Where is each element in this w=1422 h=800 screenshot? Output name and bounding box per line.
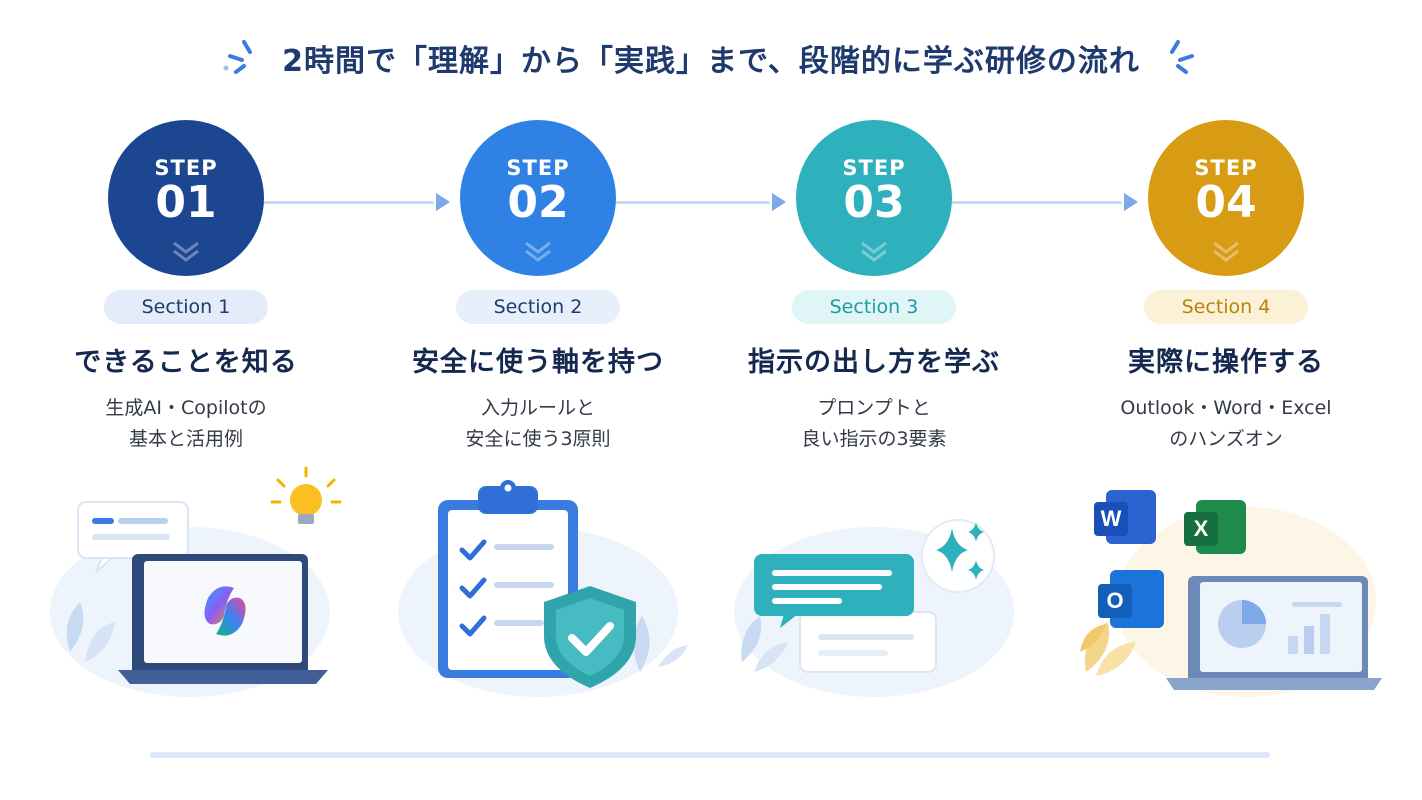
step-4-circle: STEP 04 [1148,120,1304,276]
chevron-down-icon [173,241,199,262]
section-3-badge: Section 3 [791,290,957,324]
step-1: STEP 01 Section 1 できることを知る 生成AI・Copilotの… [16,120,356,455]
step-1-label: STEP [154,156,218,180]
page-title: 2時間で「理解」から「実践」まで、段階的に学ぶ研修の流れ [282,44,1140,79]
chevron-down-icon [1213,241,1239,262]
step-2-desc-line1: 入力ルールと [480,397,595,419]
step-1-description: 生成AI・Copilotの 基本と活用例 [105,393,266,455]
prompt-chat-icon [734,519,1014,697]
step-1-desc-line2: 基本と活用例 [128,428,243,450]
step-4-number: 04 [1195,177,1257,228]
step-2-desc-line2: 安全に使う3原則 [465,428,611,450]
step-3-desc-line1: プロンプトと [817,397,931,419]
step-2-number: 02 [507,177,569,228]
chevron-down-icon [525,241,551,262]
step-1-number: 01 [155,177,217,228]
connector-2-3 [612,201,770,204]
sparkle-right-icon [1169,40,1194,74]
step-4-desc-line2: のハンズオン [1169,428,1283,450]
step-2-label: STEP [506,156,570,180]
header: 2時間で「理解」から「実践」まで、段階的に学ぶ研修の流れ [0,30,1422,86]
connector-1-2 [262,201,434,204]
section-1-badge: Section 1 [103,290,269,324]
clipboard-shield-icon [398,480,688,697]
arrow-2-3-icon [772,193,786,211]
step-3-description: プロンプトと 良い指示の3要素 [801,393,946,455]
connector-3-4 [948,201,1122,204]
step-3-label: STEP [842,156,906,180]
step-2: STEP 02 Section 2 安全に使う軸を持つ 入力ルールと 安全に使う… [368,120,708,455]
arrow-3-4-icon [1124,193,1138,211]
step-1-desc-line1: 生成AI・Copilotの [105,397,267,419]
step-1-circle: STEP 01 [108,120,264,276]
section-2-badge: Section 2 [455,290,621,324]
office-apps-icon: W X O [1080,490,1382,697]
step-3: STEP 03 Section 3 指示の出し方を学ぶ プロンプトと 良い指示の… [704,120,1044,455]
step-4-description: Outlook・Word・Excel のハンズオン [1120,393,1331,455]
step-3-number: 03 [843,177,905,228]
bottom-divider [150,752,1270,758]
sparkle-left-icon [223,40,253,74]
step-2-heading: 安全に使う軸を持つ [412,347,664,378]
step-4-label: STEP [1194,156,1258,180]
step-2-description: 入力ルールと 安全に使う3原則 [465,393,610,455]
step-3-desc-line2: 良い指示の3要素 [801,428,947,450]
arrow-1-2-icon [436,193,450,211]
chevron-down-icon [861,241,887,262]
word-letter: W [1101,506,1122,531]
step-2-circle: STEP 02 [460,120,616,276]
step-4-desc-line1: Outlook・Word・Excel [1120,397,1332,419]
excel-letter: X [1194,516,1209,541]
outlook-letter: O [1106,588,1123,613]
laptop-copilot-icon [50,466,342,697]
section-4-badge: Section 4 [1143,290,1309,324]
step-4-heading: 実際に操作する [1128,347,1324,378]
step-1-heading: できることを知る [74,347,298,378]
step-4: STEP 04 Section 4 実際に操作する Outlook・Word・E… [1056,120,1396,455]
step-3-heading: 指示の出し方を学ぶ [748,347,1000,378]
step-3-circle: STEP 03 [796,120,952,276]
